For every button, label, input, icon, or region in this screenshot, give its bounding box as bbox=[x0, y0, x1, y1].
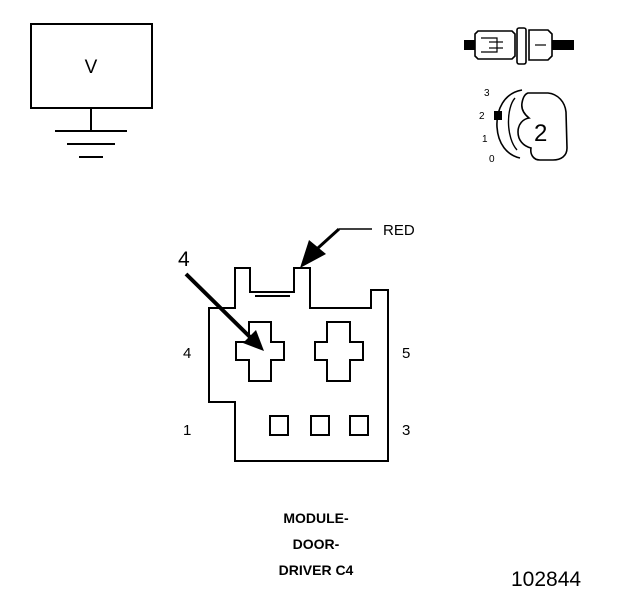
wire-callout bbox=[300, 227, 372, 268]
selector-position-2: 2 bbox=[479, 111, 485, 122]
pin-label-4: 4 bbox=[183, 345, 191, 362]
connector-probe-icon bbox=[464, 27, 574, 65]
selector-position-0: 0 bbox=[489, 154, 495, 165]
connector-caption-line-1: MODULE- bbox=[283, 510, 349, 526]
voltmeter-label: V bbox=[85, 57, 98, 78]
cavity-1 bbox=[269, 415, 289, 436]
connector-face bbox=[208, 267, 389, 462]
voltmeter-box bbox=[30, 23, 153, 109]
selector-digit: 2 bbox=[534, 120, 547, 147]
probe-pin-label: 4 bbox=[178, 248, 190, 271]
cavity-3 bbox=[349, 415, 369, 436]
selector-position-1: 1 bbox=[482, 134, 488, 145]
cavity-2 bbox=[310, 415, 330, 436]
selector-position-3: 3 bbox=[484, 88, 490, 99]
connector-caption-line-2: DOOR- bbox=[293, 536, 340, 552]
pin-label-1: 1 bbox=[183, 422, 191, 439]
pin-label-5: 5 bbox=[402, 345, 410, 362]
connector-housing bbox=[208, 267, 389, 462]
ground-icon bbox=[55, 108, 127, 158]
voltmeter: V bbox=[30, 23, 153, 158]
cavity-5 bbox=[314, 321, 364, 382]
connector-caption-line-3: DRIVER C4 bbox=[279, 562, 354, 578]
wire-color-label: RED bbox=[383, 222, 415, 239]
meter-leads-icon: 3 2 1 0 2 bbox=[479, 88, 568, 165]
figure-number: 102844 bbox=[511, 568, 581, 591]
cavity-4 bbox=[235, 321, 285, 382]
pin-label-3: 3 bbox=[402, 422, 410, 439]
probe-arrow bbox=[184, 272, 264, 351]
